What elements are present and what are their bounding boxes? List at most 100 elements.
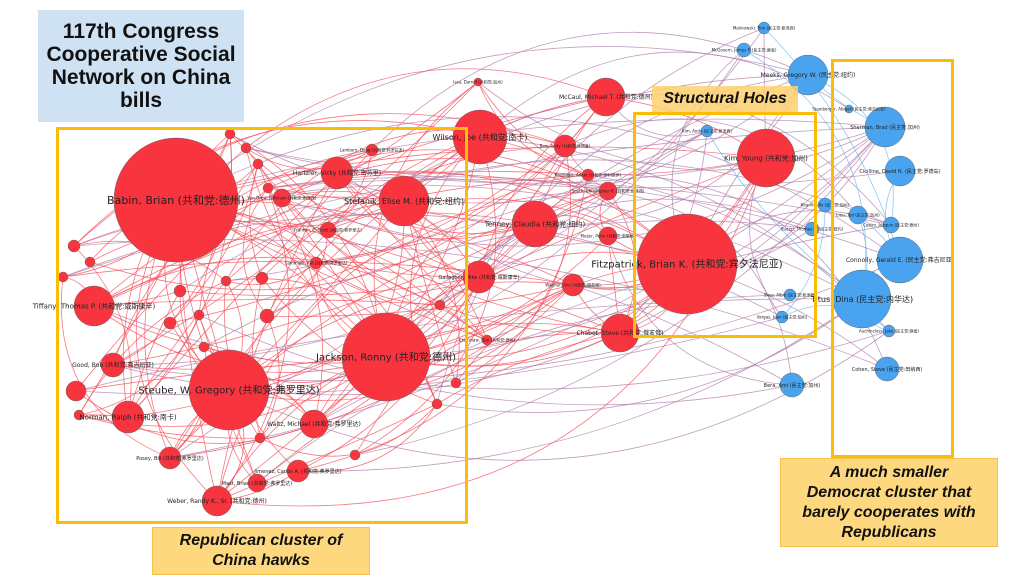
edge: [179, 276, 480, 297]
cross-party-edge: [478, 27, 765, 278]
republican-node: [553, 134, 577, 158]
cross-party-edge: [179, 159, 892, 292]
node-label: Bera, Ami (民主党:加州): [764, 382, 821, 389]
republican-node: [193, 309, 205, 321]
republican-cluster-label: Republican cluster of China hawks: [152, 527, 370, 575]
node-label: Kinzinger, Adam (共和党:伊利诺伊): [555, 171, 622, 177]
node-label: Kim, Andy (民主党:新泽西): [682, 127, 733, 133]
cross-party-edge: [75, 316, 783, 396]
republican-node: [598, 226, 618, 246]
edge: [249, 163, 263, 279]
node-label: Lamborn, Doug (共和党:科罗拉多): [340, 146, 405, 152]
node-label: Norman, Ralph (共和党:南卡): [79, 412, 176, 421]
node-label: Lieu, Ted (民主党:加州): [836, 211, 880, 217]
edge: [245, 68, 607, 149]
structural-holes-label: Structural Holes: [652, 86, 798, 112]
edge: [267, 170, 589, 189]
cross-party-edge: [607, 190, 793, 386]
republican-node: [262, 182, 274, 194]
republican-node: [158, 446, 182, 470]
democrat-node: [736, 42, 752, 58]
node-label: Spanberger, Abigail (民主党:弗吉尼亚): [812, 105, 886, 111]
edge: [127, 280, 227, 418]
edge: [225, 262, 317, 286]
edge: [478, 157, 767, 278]
republican-node: [73, 285, 115, 327]
cross-party-edge: [225, 130, 708, 282]
edge: [336, 172, 488, 341]
node-label: Auchincloss, Jake (民主党:麻省): [859, 327, 920, 333]
edge: [266, 136, 481, 317]
node-label: McGovern, James P. (民主党:麻省): [712, 46, 777, 52]
cross-party-edge: [229, 74, 809, 204]
republican-node: [65, 380, 87, 402]
republican-node: [378, 175, 430, 227]
democrat-node: [775, 310, 789, 324]
republican-node: [561, 273, 585, 297]
node-label: Sires, Albio (民主党:新泽西): [764, 291, 816, 297]
node-label: Cohen, Steve (民主党:田纳西): [852, 366, 923, 373]
edge: [93, 299, 441, 307]
edge: [216, 172, 338, 502]
democrat-node: [882, 324, 896, 338]
democrat-node: [876, 236, 924, 284]
edge: [477, 81, 589, 176]
edge: [261, 277, 438, 405]
democrat-node: [783, 288, 797, 302]
cross-party-edge: [198, 314, 793, 406]
republican-node: [286, 459, 310, 483]
democrat-node: [884, 155, 916, 187]
republican-node: [462, 260, 496, 294]
republican-node: [600, 313, 640, 353]
node-label: Chabot, Steve (共和党:俄亥俄): [576, 329, 663, 337]
republican-node: [163, 316, 177, 330]
node-label: Issa, Darrell (共和党:加州): [453, 78, 503, 84]
republican-node: [736, 128, 796, 188]
cross-party-edge: [203, 220, 813, 348]
node-label: Suozzi, Thomas R. (民主党:纽约): [781, 225, 844, 231]
node-label: Posey, Bill (共和党:弗罗里达): [136, 455, 204, 462]
republican-node: [309, 256, 323, 270]
edge: [245, 147, 488, 341]
edge: [336, 172, 480, 278]
edge: [216, 403, 438, 502]
republican-node: [450, 377, 462, 389]
node-label: Vargas, Juan (民主党:加州): [757, 313, 808, 319]
edge: [336, 172, 536, 234]
node-label: Meijer, Peter (共和党:密歇根): [581, 232, 636, 238]
republican-node: [254, 432, 266, 444]
democrat-node: [757, 21, 771, 35]
node-label: Mast, Brian (共和党:弗罗里达): [222, 480, 292, 487]
node-label: Wilson, Joe (共和党:南卡): [432, 132, 527, 142]
republican-node: [100, 352, 126, 378]
republican-node: [341, 312, 431, 402]
edge: [327, 149, 373, 231]
democrat-cluster-frame: [831, 59, 954, 458]
republican-cluster-frame: [56, 127, 468, 524]
edge: [169, 163, 259, 324]
republican-node: [111, 400, 145, 434]
node-label: Smith, Christopher H. (共和党:新泽西): [572, 187, 645, 193]
republican-node: [240, 142, 252, 154]
node-label: Jackson, Ronny (共和党:德州): [315, 351, 456, 364]
node-label: Steube, W. Gregory (共和党:弗罗里达): [138, 384, 319, 397]
republican-node: [113, 137, 239, 263]
republican-node: [198, 341, 210, 353]
edge: [216, 163, 290, 502]
democrat-node: [874, 356, 900, 382]
cross-party-edge: [564, 118, 859, 216]
republican-node: [173, 284, 187, 298]
edge: [89, 96, 607, 291]
node-label: Good, Bob (共和党:弗吉尼亚): [72, 361, 154, 369]
edge: [78, 314, 200, 416]
edge: [354, 136, 497, 456]
republican-node: [252, 158, 264, 170]
edge: [327, 229, 488, 341]
edge: [112, 223, 536, 366]
democrat-node: [779, 372, 805, 398]
edge: [78, 414, 261, 439]
node-label: Cammack, Kat (共和党:弗罗里达): [285, 259, 348, 265]
republican-node: [67, 239, 81, 253]
republican-node: [188, 349, 270, 431]
edge: [267, 187, 688, 265]
